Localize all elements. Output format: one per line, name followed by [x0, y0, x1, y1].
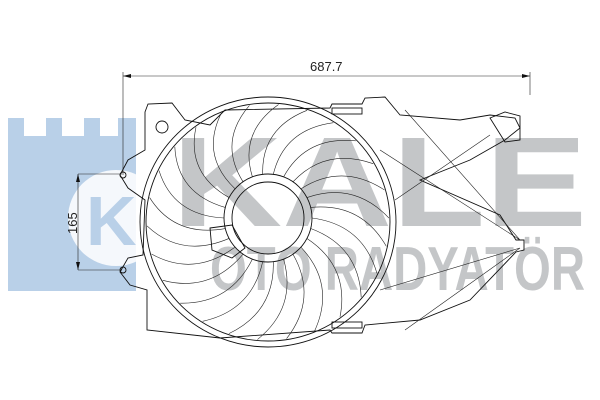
fan-ring-outer: [139, 96, 397, 348]
fan-blade: [310, 206, 387, 247]
emblem-letter: K: [86, 182, 137, 260]
fan-blade: [306, 238, 343, 317]
fan-blade: [162, 254, 244, 284]
motor-connector: [209, 224, 246, 259]
fan-blade: [149, 197, 226, 231]
fan-blade: [311, 217, 378, 274]
fan-blade: [231, 105, 250, 182]
watermark-logo: K KALE OTO RADYATÖR: [8, 111, 587, 304]
width-label: 687.7: [310, 59, 343, 74]
fan-blade: [306, 192, 390, 219]
emblem-circle: [68, 170, 164, 266]
fan-blade: [228, 261, 274, 334]
fan-blades: [146, 104, 390, 340]
height-dimension: 165: [65, 173, 122, 271]
fan-blade: [273, 122, 334, 175]
motor-hub-outer: [223, 173, 313, 263]
fan-blade: [158, 170, 225, 219]
height-label: 165: [65, 212, 80, 234]
fan-blade: [283, 139, 356, 178]
fan-shroud: [119, 96, 525, 339]
fan-blade: [202, 261, 263, 322]
fan-blade: [193, 127, 230, 198]
fan-blade: [300, 175, 385, 191]
fan-blade: [146, 225, 230, 247]
fan-blade: [300, 246, 323, 332]
fan-blade: [180, 259, 253, 304]
width-dimension: 687.7: [122, 59, 531, 175]
fan-blade: [257, 259, 288, 340]
connector: [155, 120, 169, 134]
fan-blade: [262, 110, 308, 175]
fan-ring-inner: [145, 102, 391, 342]
fan: [139, 96, 397, 348]
fan-blade: [151, 246, 236, 265]
fan-blade: [174, 146, 226, 208]
fan-blade: [213, 112, 236, 190]
fan-blade: [248, 104, 279, 177]
fan-blade: [310, 228, 362, 298]
motor-hub-inner: [231, 181, 305, 255]
fan-blade: [286, 254, 305, 339]
fan-blade: [292, 158, 374, 182]
watermark-subtitle: OTO RADYATÖR: [210, 235, 585, 304]
watermark-brand: KALE: [172, 111, 587, 254]
